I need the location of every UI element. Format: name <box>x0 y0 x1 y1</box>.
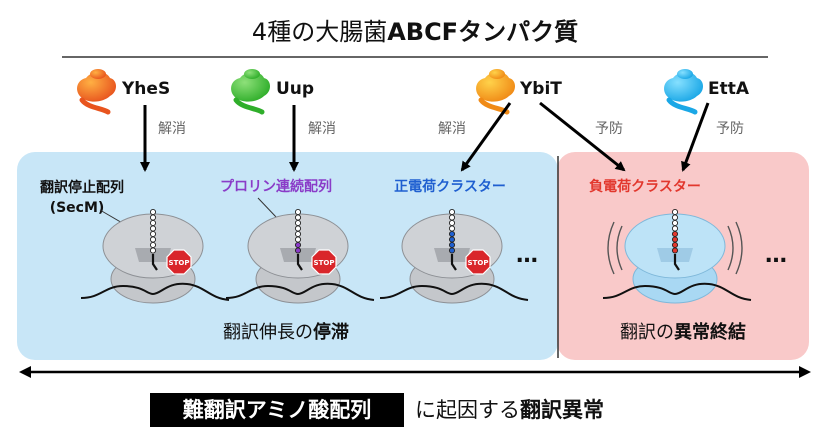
stop-label-3: STOP <box>468 259 489 267</box>
ellipsis-left: … <box>516 243 538 268</box>
sequence-label-negative: 負電荷クラスター <box>589 178 701 195</box>
arrow-ybit-right <box>539 101 626 172</box>
stop-label-1: STOP <box>169 259 190 267</box>
stall-caption: 翻訳伸長の停滞 <box>223 321 349 343</box>
action-label-ybit: 解消 <box>438 121 466 137</box>
action-label-ybit-prevent: 予防 <box>595 121 623 137</box>
action-label-etta: 予防 <box>716 121 744 137</box>
arrow-ybit-left <box>460 102 512 172</box>
stop-label-2: STOP <box>314 259 335 267</box>
sequence-label-proline: プロリン連続配列 <box>220 178 332 195</box>
diagram-title: 4種の大腸菌ABCFタンパク質 <box>252 18 578 46</box>
protein-label-etta: EttA <box>708 79 750 99</box>
protein-icon-uup <box>231 69 270 115</box>
highlight-box <box>150 393 404 427</box>
termination-caption: 翻訳の異常終結 <box>620 321 746 343</box>
protein-icon-yhes <box>77 69 116 115</box>
ribosome-proline <box>225 208 375 304</box>
bottom-caption-rest: に起因する翻訳異常 <box>415 398 604 422</box>
protein-icon-etta <box>664 69 703 115</box>
protein-label-yhes: YheS <box>121 79 170 99</box>
action-label-yhes: 解消 <box>158 121 186 137</box>
ribosome-secm <box>80 208 230 304</box>
vibration-marks <box>607 221 743 275</box>
sequence-label-positive: 正電荷クラスター <box>394 178 506 195</box>
ribosome-negative <box>602 208 752 304</box>
highlight-text: 難翻訳アミノ酸配列 <box>183 398 372 422</box>
arrow-etta <box>681 102 710 172</box>
action-label-uup: 解消 <box>308 121 336 137</box>
ribosome-positive <box>379 208 529 304</box>
ellipsis-right: … <box>765 243 787 268</box>
sequence-label-secm: 翻訳停止配列 <box>40 179 124 196</box>
sequence-label-secm-sub: (SecM) <box>50 200 105 216</box>
protein-label-uup: Uup <box>276 79 314 99</box>
protein-label-ybit: YbiT <box>519 79 562 99</box>
